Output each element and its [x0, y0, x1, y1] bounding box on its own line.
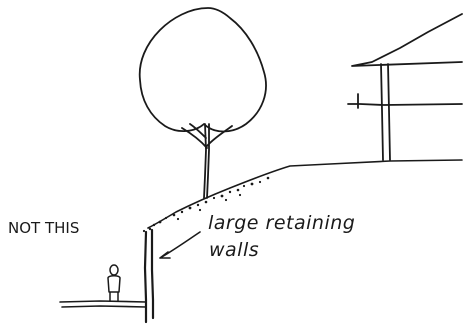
retaining-wall	[145, 230, 153, 322]
house-floor	[348, 94, 462, 108]
label-large-retaining: large retaining	[208, 212, 355, 234]
house-wall	[381, 64, 390, 160]
house	[348, 14, 462, 160]
person-figure	[108, 265, 120, 301]
tree-trunk	[182, 124, 232, 198]
label-arrow	[160, 232, 200, 258]
house-roof	[352, 14, 462, 66]
tree-canopy	[140, 8, 266, 132]
label-walls: walls	[209, 239, 259, 261]
label-not-this: NOT THIS	[8, 219, 79, 237]
lower-ground-line	[60, 301, 146, 307]
